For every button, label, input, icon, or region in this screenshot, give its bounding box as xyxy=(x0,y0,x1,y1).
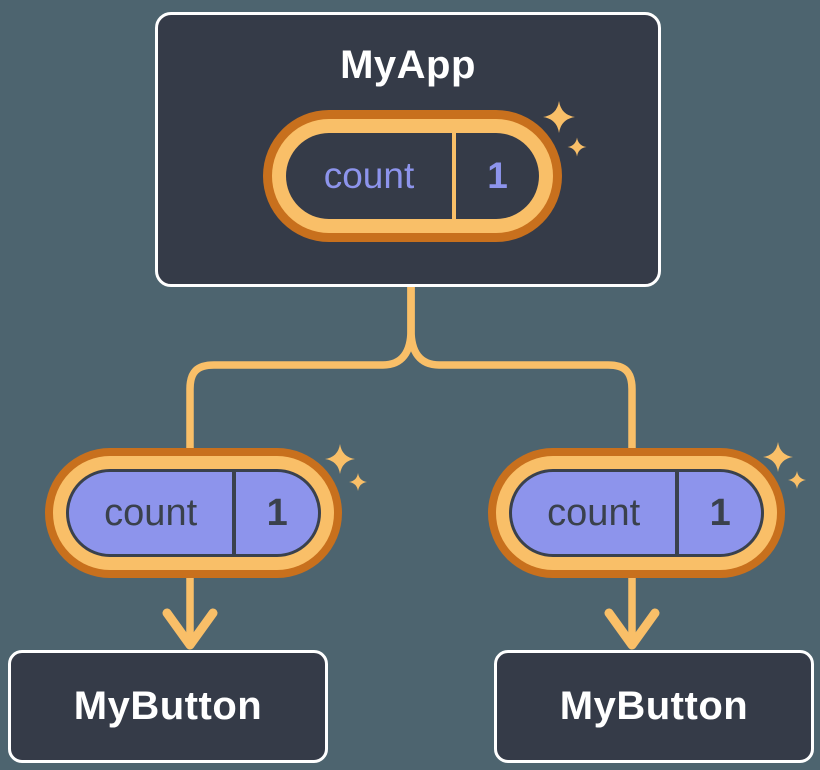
myapp-card: MyApp count 1 xyxy=(155,12,661,287)
prop-pill-right: count 1 xyxy=(509,469,764,557)
pill-divider xyxy=(675,472,680,554)
state-name: count xyxy=(323,155,415,196)
arrow-down-icon xyxy=(162,608,218,650)
state-value: 1 xyxy=(487,155,508,196)
child-component-title: MyButton xyxy=(73,684,263,728)
sparkle-icon xyxy=(763,442,793,472)
pill-divider xyxy=(232,472,237,554)
sparkle-icon xyxy=(788,471,806,489)
prop-name: count xyxy=(547,491,641,534)
arrow-down-icon xyxy=(604,608,660,650)
pill-divider xyxy=(452,133,456,219)
branch-right-path xyxy=(407,282,636,644)
prop-name: count xyxy=(104,491,198,534)
sparkle-icon xyxy=(567,137,587,157)
sparkle-icon xyxy=(325,444,355,474)
prop-pill-left: count 1 xyxy=(66,469,321,557)
mybutton-card-right: MyButton xyxy=(494,650,814,763)
state-pill: count 1 xyxy=(286,133,539,219)
sparkle-icon xyxy=(349,473,367,491)
prop-value: 1 xyxy=(266,491,288,534)
child-component-title: MyButton xyxy=(559,684,749,728)
mybutton-card-left: MyButton xyxy=(8,650,328,763)
parent-component-title: MyApp xyxy=(340,43,476,87)
sparkle-icon xyxy=(543,101,575,133)
prop-value: 1 xyxy=(709,491,731,534)
